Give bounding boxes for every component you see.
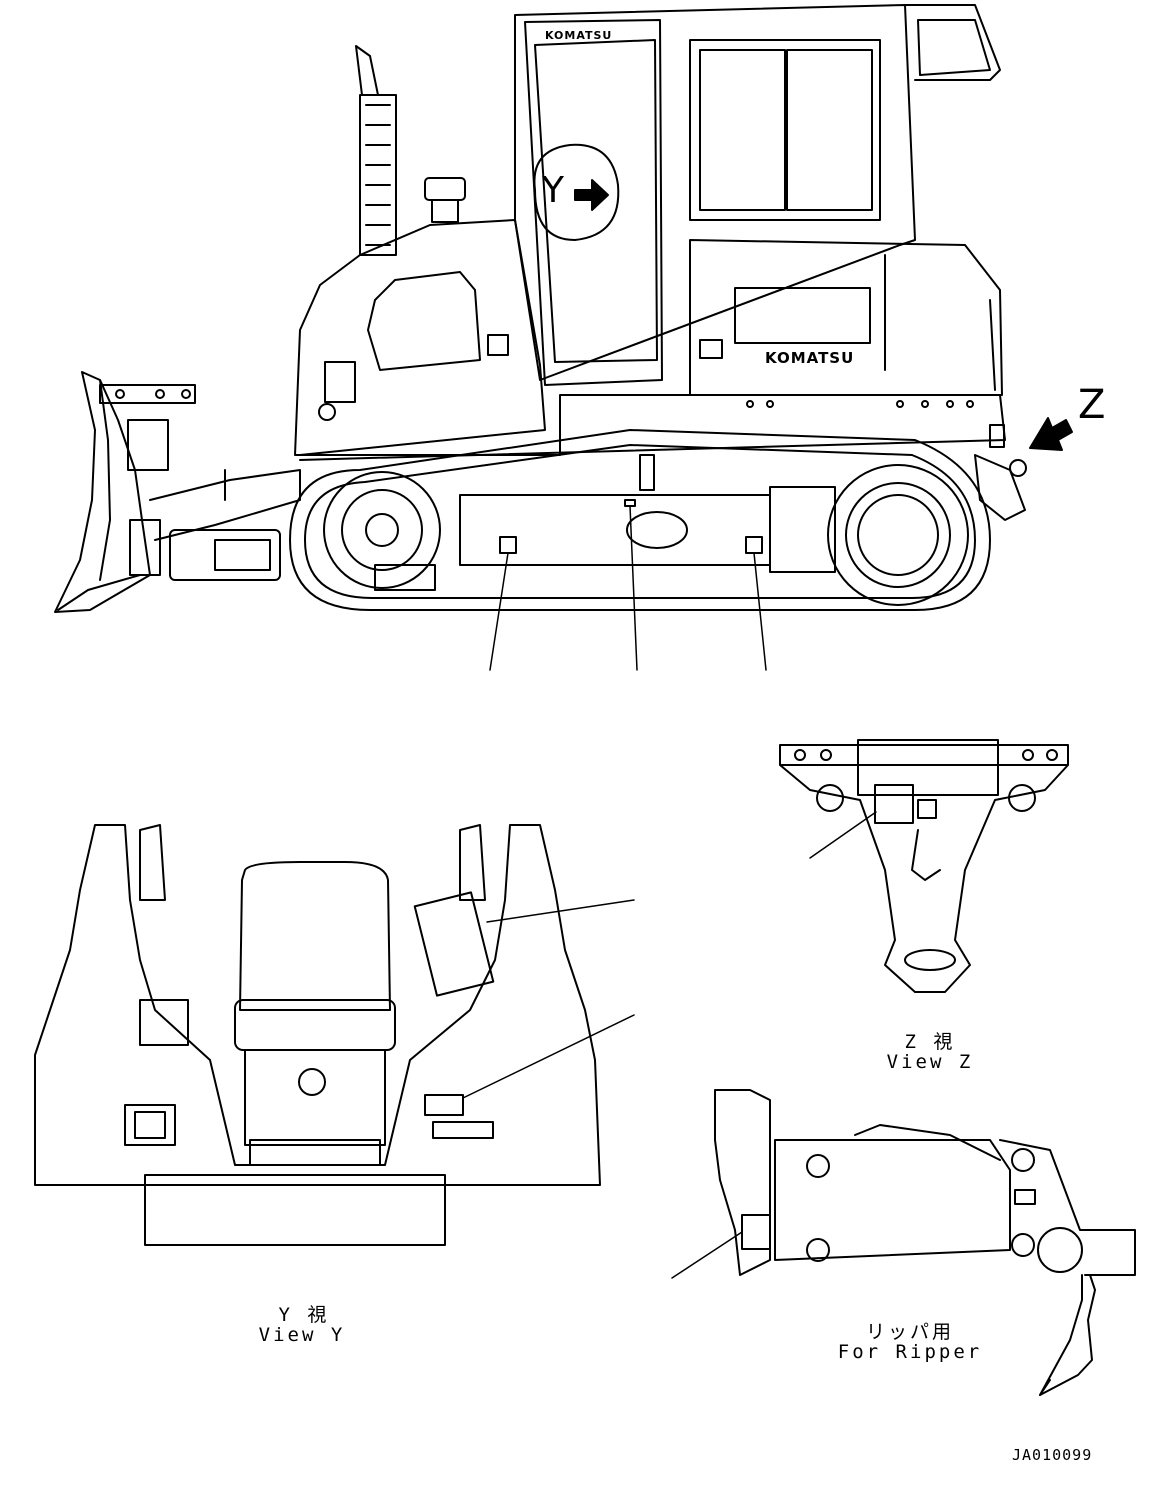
track-assembly [289,429,991,611]
operator-cab [514,4,1001,386]
view-y-caption-en: View Y [258,1324,346,1346]
view-z-caption-en: View Z [886,1051,974,1073]
z-marker-label: Z [1078,382,1106,428]
precleaner [424,177,466,223]
rear-ripper-mount [974,424,1027,521]
y-marker-label: Y [542,170,564,211]
view-y-drawing [34,824,635,1246]
hood-brand-logo: KOMATSU [765,349,855,367]
push-arm [149,469,301,581]
ripper-drawing [671,1089,1136,1396]
leader-line-ripper [671,1231,743,1279]
leader-lines-view-y [462,899,635,1099]
view-y-caption-jp: Y 視 [278,1304,330,1326]
ripper-caption-jp: リッパ用 [865,1321,955,1343]
engine-hood [294,219,546,456]
view-z-caption-jp: Z 視 [904,1031,956,1053]
cab-brand-logo: KOMATSU [545,29,613,42]
view-y-marker [533,143,620,241]
view-z-drawing [779,739,1069,993]
ripper-caption-en: For Ripper [837,1341,983,1363]
drawing-code: JA010099 [1012,1446,1093,1464]
leader-lines-side [489,505,767,671]
dozer-blade [54,371,196,613]
exhaust-stack [355,45,397,256]
view-z-arrow [1029,417,1073,451]
bulldozer-side-view [54,4,1073,671]
leader-line-view-z [809,811,877,859]
rear-body [689,239,1003,408]
